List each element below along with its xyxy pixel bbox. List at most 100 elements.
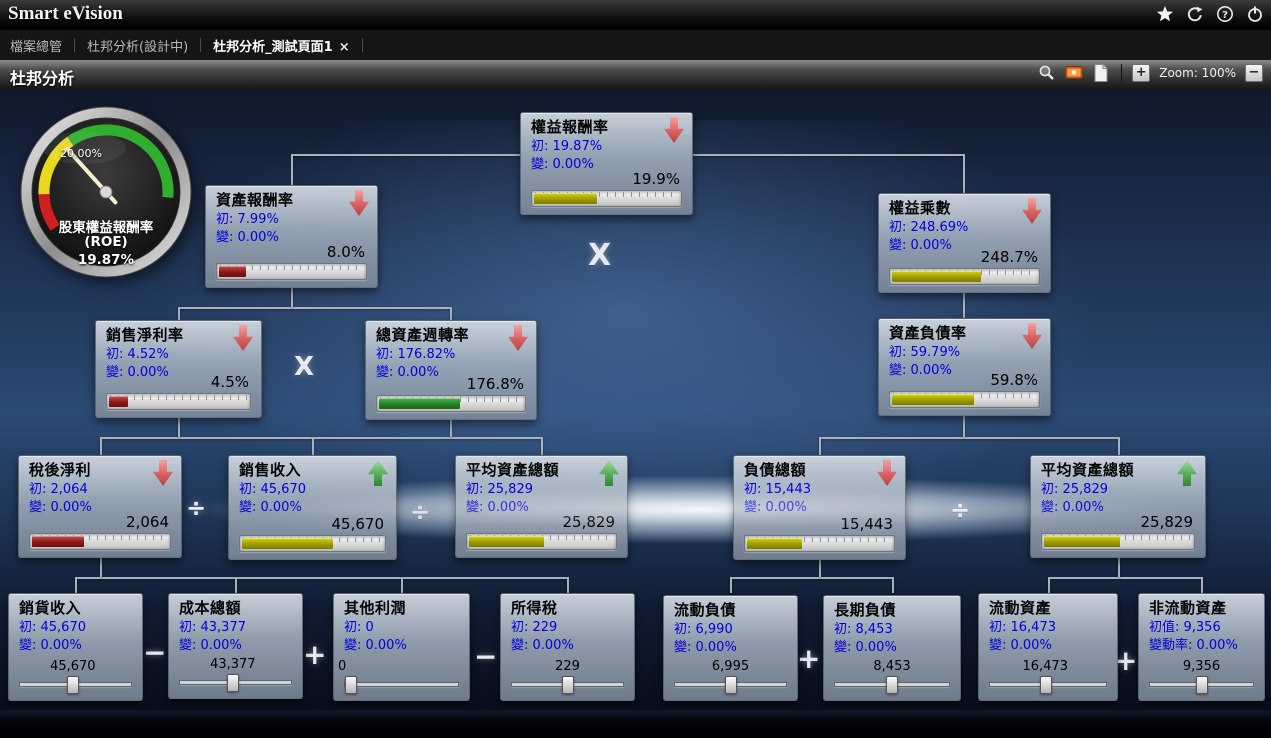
node-current-assets[interactable]: 流動資產 初: 16,473 變: 0.00% 16,473 — [978, 593, 1118, 701]
connector-line — [963, 416, 965, 437]
node-init-value: 初: 59.79% — [889, 345, 961, 360]
meter-ticks — [748, 537, 891, 542]
connector-line — [291, 154, 520, 156]
node-net-profit-margin[interactable]: 銷售淨利率 初: 4.52% 變: 0.00% 4.5% — [95, 320, 262, 418]
search-settings-icon[interactable] — [1037, 63, 1057, 83]
node-other-profit[interactable]: 其他利潤 初: 0 變: 0.00% 0 — [333, 593, 470, 701]
meter-ticks — [110, 395, 247, 400]
node-init-value: 初: 25,829 — [466, 482, 533, 497]
node-total-liabilities[interactable]: 負債總額 初: 15,443 變: 0.00% 15,443 — [733, 455, 906, 560]
tab-dupont-designing[interactable]: 杜邦分析(設計中) — [87, 39, 189, 55]
meter-fill — [534, 193, 597, 204]
meter-fill — [469, 536, 544, 547]
document-icon[interactable] — [1091, 63, 1111, 83]
node-current-value: 45,670 — [331, 515, 385, 533]
value-slider[interactable] — [179, 674, 292, 692]
value-slider[interactable] — [674, 676, 787, 694]
node-title: 負債總額 — [744, 461, 807, 479]
connector-line — [819, 560, 821, 577]
node-current-liabilities[interactable]: 流動負債 初: 6,990 變: 0.00% 6,995 — [663, 595, 798, 701]
meter-fill — [219, 266, 246, 277]
toolbar-separator — [1121, 64, 1123, 82]
tab-close-icon[interactable]: × — [338, 39, 350, 55]
gauge-title: 股東權益報酬率 — [58, 220, 154, 236]
connector-line — [100, 437, 102, 455]
node-equity-multiplier[interactable]: 權益乘數 初: 248.69% 變: 0.00% 248.7% — [878, 193, 1051, 293]
slider-value: 45,670 — [50, 659, 96, 674]
refresh-icon[interactable] — [1185, 4, 1205, 24]
export-slide-icon[interactable] — [1064, 63, 1084, 83]
slider-handle[interactable] — [724, 676, 737, 694]
meter — [889, 268, 1040, 285]
meter-fill — [1044, 536, 1120, 547]
node-sales-revenue[interactable]: 銷售收入 初: 45,670 變: 0.00% 45,670 — [228, 455, 397, 560]
header-toolbar: + Zoom: 100% − — [1037, 63, 1263, 83]
node-change-value: 變: 0.00% — [531, 157, 594, 172]
slider-handle[interactable] — [344, 676, 357, 694]
meter-fill — [892, 394, 974, 405]
app-logo: Smart eVision — [8, 3, 123, 24]
value-slider[interactable] — [511, 676, 624, 694]
slider-handle[interactable] — [561, 676, 574, 694]
zoom-out-button[interactable]: − — [1245, 64, 1263, 82]
meter — [1041, 533, 1195, 550]
connector-line — [541, 437, 543, 455]
value-slider[interactable] — [19, 676, 132, 694]
value-slider[interactable] — [834, 676, 950, 694]
plus-operator: + — [797, 642, 821, 675]
connector-line — [1118, 437, 1120, 455]
power-icon[interactable] — [1245, 4, 1265, 24]
slider-handle[interactable] — [67, 676, 80, 694]
node-roa[interactable]: 資產報酬率 初: 7.99% 變: 0.00% 8.0% — [205, 185, 378, 288]
multiply-operator: X — [294, 352, 315, 382]
connector-line — [100, 437, 541, 439]
plus-operator: + — [1114, 644, 1138, 677]
meter-ticks — [33, 535, 167, 540]
connector-line — [693, 154, 964, 156]
node-total-cost[interactable]: 成本總額 初: 43,377 變: 0.00% 43,377 — [168, 593, 303, 699]
node-init-value: 初: 45,670 — [19, 620, 86, 635]
node-change-value: 變: 0.00% — [29, 500, 92, 515]
favorites-star-icon[interactable] — [1155, 4, 1175, 24]
node-income-tax[interactable]: 所得稅 初: 229 變: 0.00% 229 — [500, 593, 635, 701]
node-net-income[interactable]: 稅後淨利 初: 2,064 變: 0.00% 2,064 — [18, 455, 182, 558]
titlebar: Smart eVision ? — [0, 0, 1271, 30]
node-asset-turnover[interactable]: 總資產週轉率 初: 176.82% 變: 0.00% 176.8% — [365, 320, 537, 420]
node-roe[interactable]: 權益報酬率 初: 19.87% 變: 0.00% 19.9% — [520, 112, 693, 215]
tab-file-explorer[interactable]: 檔案總管 — [10, 39, 63, 55]
node-current-value: 25,829 — [562, 513, 616, 531]
help-icon[interactable]: ? — [1215, 4, 1235, 24]
meter — [216, 263, 367, 280]
value-slider[interactable] — [344, 676, 459, 694]
meter-fill — [32, 536, 84, 547]
node-title: 成本總額 — [179, 599, 242, 617]
value-slider[interactable] — [1149, 676, 1254, 694]
node-avg-total-assets-2[interactable]: 平均資產總額 初: 25,829 變: 0.00% 25,829 — [1030, 455, 1206, 558]
node-non-current-assets[interactable]: 非流動資產 初值: 9,356 變動率: 0.00% 9,356 — [1138, 593, 1265, 701]
node-init-value: 初: 248.69% — [889, 220, 969, 235]
node-title: 所得稅 — [511, 599, 558, 617]
slider-track — [344, 682, 459, 687]
divide-operator: ÷ — [410, 498, 431, 526]
roe-gauge[interactable]: 20.00% 股東權益報酬率 (ROE) 19.87% — [18, 104, 194, 280]
node-avg-total-assets-1[interactable]: 平均資產總額 初: 25,829 變: 0.00% 25,829 — [455, 455, 628, 558]
tab-dupont-test-page[interactable]: 杜邦分析_測試頁面1× — [203, 36, 359, 55]
node-current-value: 15,443 — [840, 515, 894, 533]
node-current-value: 59.8% — [990, 371, 1038, 389]
slider-handle[interactable] — [1039, 676, 1052, 694]
node-title: 稅後淨利 — [29, 461, 92, 479]
node-long-term-liabilities[interactable]: 長期負債 初: 8,453 變: 0.00% 8,453 — [823, 595, 961, 701]
minus-operator: − — [143, 636, 167, 669]
zoom-in-button[interactable]: + — [1132, 64, 1151, 82]
node-init-value: 初: 0 — [344, 620, 374, 635]
slider-handle[interactable] — [886, 676, 898, 694]
slider-handle[interactable] — [1195, 676, 1208, 694]
tab-divider — [200, 38, 202, 52]
node-sales-income[interactable]: 銷貨收入 初: 45,670 變: 0.00% 45,670 — [8, 593, 143, 701]
page-title: 杜邦分析 — [10, 69, 75, 88]
meter — [376, 395, 526, 412]
node-debt-ratio[interactable]: 資產負債率 初: 59.79% 變: 0.00% 59.8% — [878, 318, 1051, 416]
slider-handle[interactable] — [227, 674, 240, 692]
node-title: 權益乘數 — [889, 199, 952, 217]
value-slider[interactable] — [989, 676, 1107, 694]
